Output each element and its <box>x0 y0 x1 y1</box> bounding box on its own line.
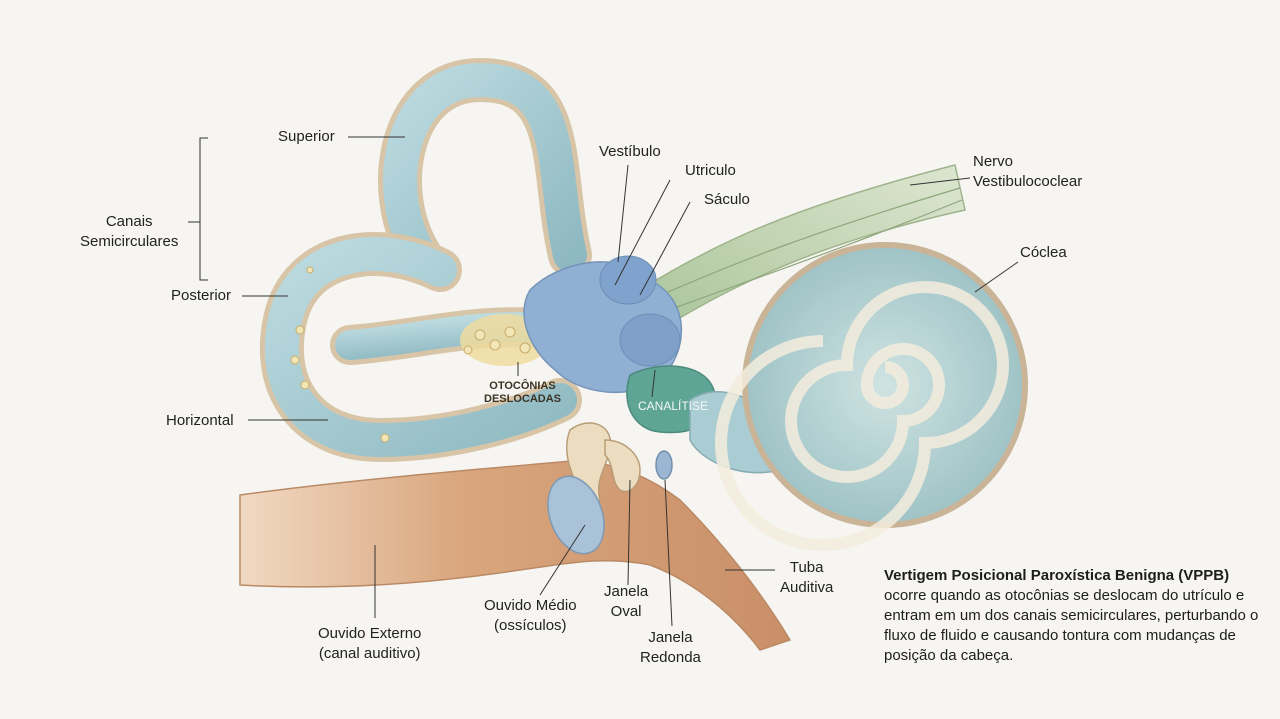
label-horizontal: Horizontal <box>166 412 234 429</box>
label-tuba-auditiva: Tuba Auditiva <box>780 559 834 596</box>
tympanic-membrane <box>547 475 605 555</box>
label-coclea: Cóclea <box>1020 244 1067 261</box>
ossicles <box>547 422 673 555</box>
label-ouvido-externo: Ouvido Externo (canal auditivo) <box>318 625 422 662</box>
leader-lines <box>188 136 1019 627</box>
vppb-title: Vertigem Posicional Paroxística Benigna … <box>884 567 1230 584</box>
vestibulocochlear-nerve <box>639 164 966 332</box>
label-saculo: Sáculo <box>704 191 750 208</box>
label-canais-semicirculares: Canais Semicirculares <box>80 213 179 250</box>
vppb-description: Vertigem Posicional Paroxística Benigna … <box>884 566 1264 666</box>
label-posterior: Posterior <box>171 287 232 304</box>
label-vestibulo: Vestíbulo <box>599 143 661 160</box>
label-ouvido-medio: Ouvido Médio (ossículos) <box>484 597 577 634</box>
label-janela-redonda: Janela Redonda <box>640 629 701 666</box>
ear-canal <box>239 460 792 651</box>
label-superior: Superior <box>278 128 335 145</box>
label-janela-oval: Janela Oval <box>604 583 649 620</box>
vestibule <box>523 255 682 394</box>
label-canalitise: CANALÍTISE <box>638 399 709 413</box>
label-otoconias-deslocadas: OTOCÔNIAS DESLOCADAS <box>484 380 562 405</box>
label-nervo-vestibulococlear: Nervo Vestibulococlear <box>973 153 1083 190</box>
vppb-body: ocorre quando as otocônias se deslocam d… <box>884 587 1259 664</box>
cochlea <box>689 242 1028 551</box>
round-window <box>655 450 673 480</box>
saccule <box>619 313 681 367</box>
label-utriculo: Utriculo <box>685 162 736 179</box>
